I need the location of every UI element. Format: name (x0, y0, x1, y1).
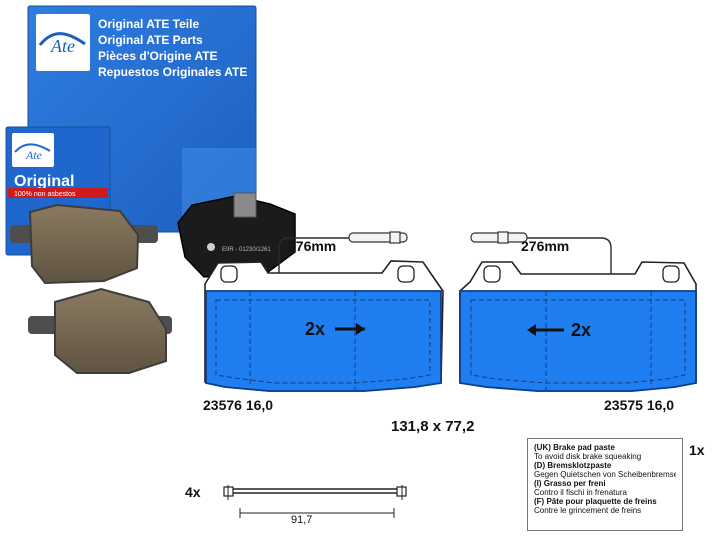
paste-note-line-6: Contro il fischi in frenatura (534, 488, 627, 497)
right-pad-code: 23575 16,0 (604, 397, 674, 413)
left-pad-quantity: 2x (305, 319, 325, 339)
small-box-label: Original (14, 173, 74, 190)
paste-note-line-1: (UK) Brake pad paste (534, 443, 615, 452)
box-title-es: Repuestos Originales ATE (98, 65, 247, 79)
brake-pad-photo-right-top: E9R - 01230/1261 (177, 192, 296, 278)
right-pad-quantity: 2x (571, 320, 591, 340)
left-pad-code: 23576 16,0 (203, 397, 273, 413)
paste-note-line-4: Gegen Quietschen von Scheibenbremsen (534, 470, 676, 479)
brake-pad-photo-left-top (10, 203, 158, 285)
pin-length: 91,7 (291, 514, 312, 526)
small-box-strip (8, 188, 108, 198)
left-wear-sensor-wire: 276mm (278, 231, 408, 284)
ate-logo-box (36, 14, 90, 71)
small-ate-logo-box (12, 133, 54, 167)
paste-quantity: 1x (689, 442, 705, 458)
brake-paste-note: (UK) Brake pad paste To avoid disk brake… (527, 438, 683, 531)
paste-note-line-3: (D) Bremsklotzpaste (534, 461, 612, 470)
brake-pad-photo-left-bottom (28, 287, 172, 374)
box-title-en: Original ATE Parts (98, 33, 203, 47)
box-brand-text: Ate (50, 36, 75, 56)
paste-note-line-8: Contre le grincement de freins (534, 506, 642, 515)
box-title-fr: Pièces d'Origine ATE (98, 49, 218, 63)
small-box-brand: Ate (25, 148, 43, 162)
pad-photo-marking: E9R - 01230/1261 (222, 247, 271, 253)
pad-dimensions: 131,8 x 77,2 (391, 418, 474, 435)
pin-quantity: 4x (185, 484, 201, 500)
guide-pin-drawing: 4x 91,7 (185, 484, 407, 526)
paste-note-line-7: (F) Pâte pour plaquette de freins (534, 497, 657, 506)
left-technical-brake-pad: 2x 23576 16,0 (203, 260, 444, 413)
box-title-de: Original ATE Teile (98, 17, 199, 31)
paste-note-line-2: To avoid disk brake squeaking (534, 452, 642, 461)
right-technical-brake-pad: 2x 23575 16,0 (459, 261, 697, 413)
right-wire-length: 276mm (521, 238, 569, 254)
paste-note-line-5: (I) Grasso per freni (534, 479, 606, 488)
small-box-strip-text: 100% non asbestos (14, 191, 76, 198)
left-wire-length: 276mm (288, 238, 336, 254)
